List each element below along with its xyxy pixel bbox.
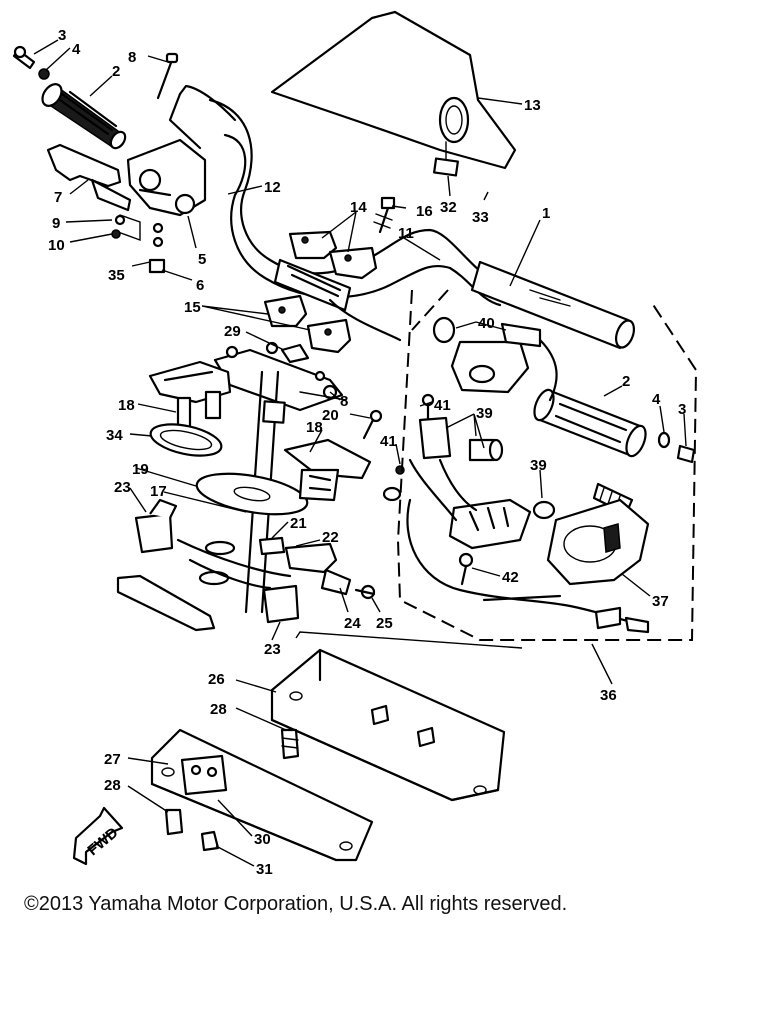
- copyright-notice: ©2013 Yamaha Motor Corporation, U.S.A. A…: [24, 893, 568, 915]
- parts-diagram: FWD: [12, 10, 698, 878]
- callout-33: 33: [472, 209, 489, 226]
- left-grip-assembly: [12, 45, 127, 150]
- callout-20: 20: [322, 407, 339, 424]
- upper-handlebar-clamps: [288, 196, 396, 280]
- throttle-lever-assembly: [46, 138, 207, 274]
- cover-37: [546, 482, 650, 586]
- callout-7: 7: [54, 189, 62, 206]
- callout-13: 13: [524, 97, 541, 114]
- callout-37: 37: [652, 593, 669, 610]
- screw-8-top: [156, 52, 179, 100]
- callout-9: 9: [52, 215, 60, 232]
- callout-42: 42: [502, 569, 519, 586]
- callout-41-lower: 41: [380, 433, 397, 450]
- callout-40: 40: [478, 315, 495, 332]
- callout-8-lower: 8: [340, 393, 348, 410]
- callout-39-lower: 39: [530, 457, 547, 474]
- callout-labels: 3 4 2 8 7 9 10 35 5 6 12 13 32 33 14 16 …: [48, 27, 686, 878]
- callout-17: 17: [150, 483, 167, 500]
- callout-2-right: 2: [622, 373, 630, 390]
- callout-26: 26: [208, 671, 225, 688]
- callout-4: 4: [72, 41, 81, 58]
- callout-3-right: 3: [678, 401, 686, 418]
- callout-22: 22: [322, 529, 339, 546]
- bottom-fasteners: [164, 728, 300, 852]
- callout-21: 21: [290, 515, 307, 532]
- ring-34: [149, 423, 223, 457]
- callout-10: 10: [48, 237, 65, 254]
- lower-handlebar-clamps: [263, 294, 352, 354]
- callout-15: 15: [184, 299, 201, 316]
- callout-1: 1: [542, 205, 550, 222]
- callout-31: 31: [256, 861, 273, 878]
- callout-23-lower: 23: [264, 641, 281, 658]
- callout-24: 24: [344, 615, 361, 632]
- callout-28-lower: 28: [104, 777, 121, 794]
- right-grip-assembly: [533, 388, 696, 464]
- switch-components: [382, 393, 556, 550]
- callout-39-upper: 39: [476, 405, 493, 422]
- wiring-harness: [406, 498, 650, 634]
- bolt-25: [354, 584, 376, 600]
- callout-14: 14: [350, 199, 367, 216]
- callout-16: 16: [416, 203, 433, 220]
- callout-35: 35: [108, 267, 125, 284]
- callout-23-upper: 23: [114, 479, 131, 496]
- callout-29: 29: [224, 323, 241, 340]
- callout-41-upper: 41: [434, 397, 451, 414]
- callout-30: 30: [254, 831, 271, 848]
- callout-11: 11: [398, 225, 414, 242]
- callout-12: 12: [264, 179, 281, 196]
- bushings: [134, 498, 352, 624]
- steering-top-plate: [213, 341, 347, 412]
- callout-5: 5: [198, 251, 206, 268]
- mounting-bracket-26: [270, 648, 506, 802]
- callout-4-right: 4: [652, 391, 661, 408]
- callout-28-upper: 28: [210, 701, 227, 718]
- bracket-18-left: [148, 360, 232, 432]
- callout-18-left: 18: [118, 397, 135, 414]
- mounting-bracket-27: [150, 728, 374, 862]
- callout-2: 2: [112, 63, 120, 80]
- boundary-36: [396, 289, 698, 641]
- callout-27: 27: [104, 751, 121, 768]
- callout-8: 8: [128, 49, 136, 66]
- bracket-18-right: [283, 409, 383, 502]
- leader-lines: [33, 39, 687, 867]
- forward-direction-arrow: FWD: [72, 806, 124, 866]
- callout-32: 32: [440, 199, 457, 216]
- callout-19: 19: [132, 461, 149, 478]
- screw-42: [458, 552, 474, 586]
- callout-6: 6: [196, 277, 204, 294]
- callout-25: 25: [376, 615, 393, 632]
- exploded-view-drawing: FWD: [12, 10, 698, 878]
- callout-3: 3: [58, 27, 66, 44]
- callout-36: 36: [600, 687, 617, 704]
- callout-18-right: 18: [306, 419, 323, 436]
- callout-34: 34: [106, 427, 123, 444]
- switch-housing: [432, 316, 558, 402]
- windshield: [270, 10, 517, 177]
